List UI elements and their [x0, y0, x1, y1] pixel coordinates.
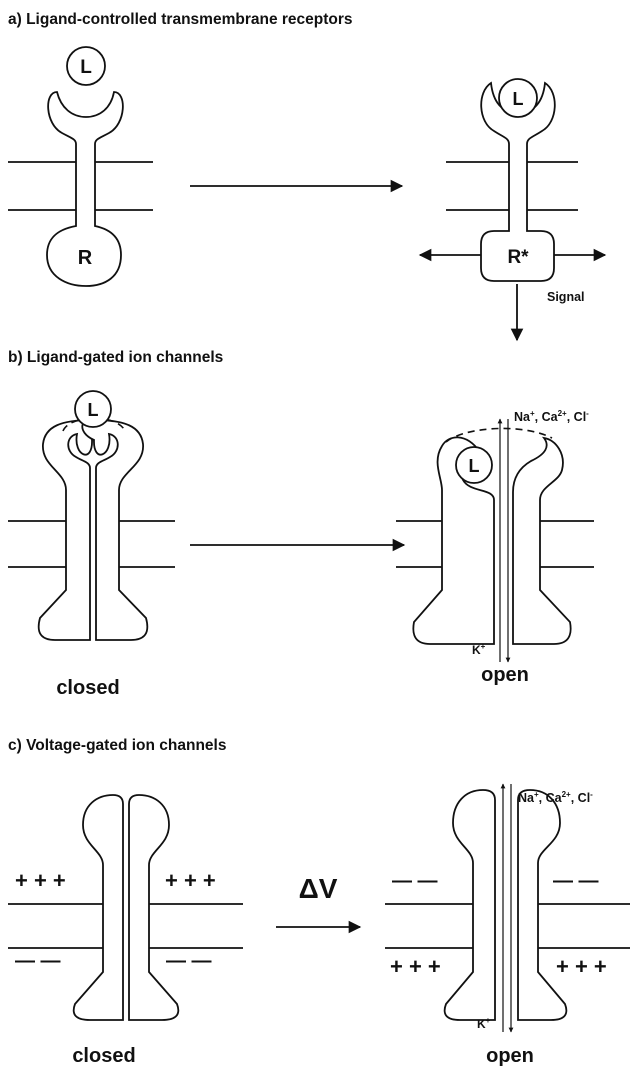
channel-right-subunit	[81, 418, 149, 641]
ligand-channel-closed: L closed	[8, 390, 175, 699]
ligand-label: L	[513, 89, 524, 109]
ligand-label: L	[80, 57, 92, 78]
charge-plus-inner-right: + + +	[556, 954, 607, 979]
ion-out-label: K+	[477, 1016, 491, 1031]
charge-minus-outer-left: — —	[392, 870, 438, 892]
binding-pocket-dashed	[445, 427, 553, 443]
ligand-circle	[74, 390, 112, 428]
panel-a: a) Ligand-controlled transmembrane recep…	[8, 11, 607, 342]
channel-right-subunit	[512, 436, 572, 645]
charge-plus-outer-right: + + +	[165, 868, 216, 893]
open-label: open	[486, 1045, 534, 1067]
channel-right-subunit	[128, 794, 180, 1021]
receptor-R-shape	[46, 91, 124, 287]
closed-label: closed	[72, 1045, 135, 1067]
ligand-circle	[66, 46, 106, 86]
channel-left-subunit	[72, 794, 124, 1021]
ligand-label: L	[88, 400, 99, 420]
receptor-inactive: L R	[8, 46, 153, 287]
charge-plus-inner-left: + + +	[390, 954, 441, 979]
closed-label: closed	[56, 677, 119, 699]
ligand-circle	[498, 78, 538, 118]
ion-out-label: K+	[472, 642, 486, 657]
charge-minus-inner-right: — —	[166, 950, 212, 972]
ligand-channel-open: L Na+, Ca2+, Cl- K+ open	[396, 409, 594, 686]
panel-c-title: c) Voltage-gated ion channels	[8, 737, 226, 754]
signal-label: Signal	[547, 290, 585, 304]
panel-b-title: b) Ligand-gated ion channels	[8, 349, 223, 366]
charge-minus-inner-left: — —	[15, 950, 61, 972]
ligand-circle	[455, 446, 493, 484]
channel-left-subunit	[412, 436, 495, 645]
receptor-label: R*	[507, 247, 529, 268]
channel-right-subunit	[517, 789, 568, 1021]
panel-b: b) Ligand-gated ion channels L closed	[8, 349, 594, 699]
channel-left-subunit	[37, 418, 105, 641]
charge-plus-outer-left: + + +	[15, 868, 66, 893]
panel-a-title: a) Ligand-controlled transmembrane recep…	[8, 11, 353, 28]
charge-minus-outer-right: — —	[553, 870, 599, 892]
channel-left-subunit	[443, 789, 496, 1021]
binding-pocket-dashed	[62, 417, 126, 432]
delta-v-label: ΔV	[299, 873, 338, 904]
ions-in-label: Na+, Ca2+, Cl-	[514, 409, 589, 424]
receptor-active: L R* Signal	[418, 78, 607, 342]
open-label: open	[481, 664, 529, 686]
ions-in-label: Na+, Ca2+, Cl-	[518, 790, 593, 805]
receptor-label: R	[78, 247, 93, 269]
voltage-channel-closed: + + + + + + — — — — closed	[8, 794, 243, 1067]
panel-c: c) Voltage-gated ion channels + + + + + …	[8, 737, 630, 1067]
voltage-channel-open: Na+, Ca2+, Cl- K+ — — — — + + + + + + op…	[385, 783, 630, 1067]
receptor-Rstar-shape	[480, 81, 556, 282]
ligand-label: L	[469, 456, 480, 476]
